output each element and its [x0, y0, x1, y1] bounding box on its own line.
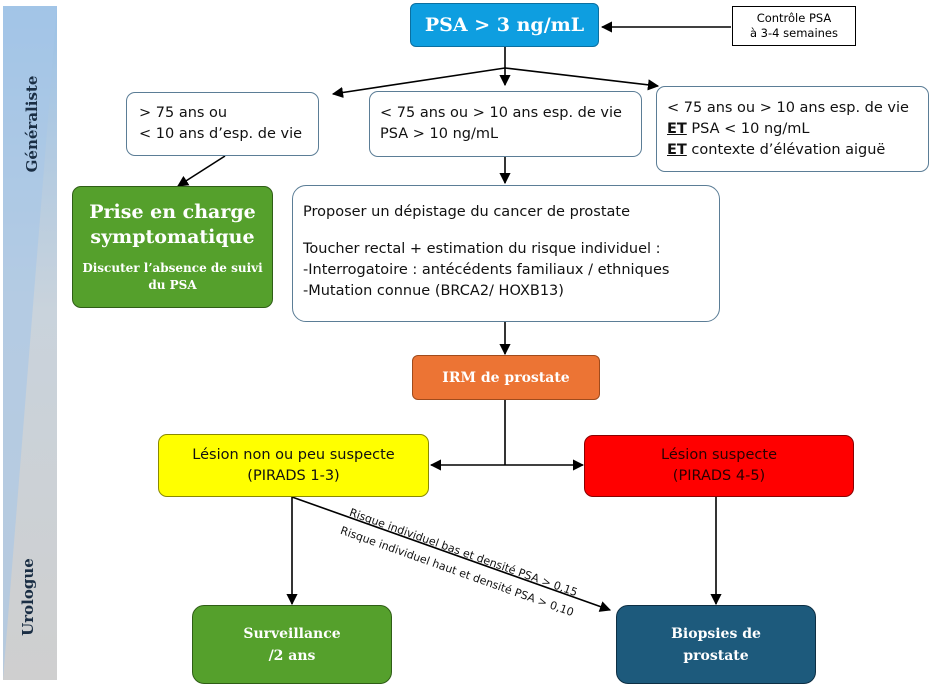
node-depistage-spacer [303, 223, 719, 239]
node-right-line2-wrap: ET PSA < 10 ng/mL [667, 119, 928, 140]
node-depistage-line4: -Mutation connue (BRCA2/ HOXB13) [303, 283, 564, 299]
node-right-line1: < 75 ans ou > 10 ans esp. de vie [667, 99, 909, 116]
node-right-line2: PSA < 10 ng/mL [686, 120, 810, 137]
node-prise-sub2: du PSA [148, 278, 197, 292]
node-lesion-ns-line1: Lésion non ou peu suspecte [192, 446, 395, 463]
node-irm: IRM de prostate [412, 355, 600, 400]
node-controle-line1: Contrôle PSA [756, 11, 832, 25]
node-age-lt75-psa-gt10: < 75 ans ou > 10 ans esp. de vie PSA > 1… [369, 91, 642, 157]
node-psa-label: PSA > 3 ng/mL [424, 14, 585, 36]
node-age-gt75-line1: > 75 ans ou [139, 105, 228, 121]
node-irm-label: IRM de prostate [442, 369, 570, 386]
node-lesion-s-line1: Lésion suspecte [661, 447, 777, 463]
node-middle-line2: PSA > 10 ng/mL [380, 126, 499, 142]
node-controle-line2: à 3-4 semaines [749, 26, 838, 40]
edge-age-prise [177, 155, 226, 187]
node-right-line3-wrap: ET contexte d’élévation aiguë [667, 140, 928, 161]
node-right-line3: contexte d’élévation aiguë [686, 141, 886, 158]
node-depistage: Proposer un dépistage du cancer de prost… [292, 185, 720, 322]
node-lesion-ns-line2: (PIRADS 1-3) [247, 467, 340, 484]
node-surveillance: Surveillance /2 ans [192, 605, 392, 684]
node-lesion-non-suspecte: Lésion non ou peu suspecte (PIRADS 1-3) [158, 434, 429, 497]
node-middle-line1: < 75 ans ou > 10 ans esp. de vie [380, 105, 622, 121]
node-prise-en-charge: Prise en charge symptomatique Discuter l… [72, 186, 273, 308]
node-controle: Contrôle PSA à 3-4 semaines [732, 6, 856, 46]
node-lesion-suspecte: Lésion suspecte (PIRADS 4-5) [584, 435, 854, 497]
node-psa: PSA > 3 ng/mL [410, 3, 599, 47]
node-right-et2: ET [667, 141, 687, 158]
node-surveillance-line1: Surveillance [243, 625, 341, 642]
node-depistage-line3: -Interrogatoire : antécédents familiaux … [303, 262, 670, 278]
node-biopsies: Biopsies de prostate [616, 605, 816, 684]
node-depistage-line2: Toucher rectal + estimation du risque in… [303, 241, 661, 257]
node-biopsies-line1: Biopsies de [671, 625, 761, 642]
node-age-lt75-psa-lt10: < 75 ans ou > 10 ans esp. de vie ET PSA … [656, 86, 929, 172]
node-age-gt75: > 75 ans ou < 10 ans d’esp. de vie [126, 92, 319, 156]
role-band [3, 6, 57, 680]
node-prise-sub1: Discuter l’absence de suivi [82, 261, 263, 275]
edge-lesion-biopsies-diag [291, 496, 612, 612]
node-lesion-s-line2: (PIRADS 4-5) [672, 468, 766, 484]
node-surveillance-line2: /2 ans [268, 647, 316, 664]
node-age-gt75-line2: < 10 ans d’esp. de vie [139, 126, 303, 142]
node-biopsies-line2: prostate [683, 647, 749, 664]
edge-psa-left [331, 67, 506, 99]
node-right-et1: ET [667, 120, 687, 137]
edge-psa-right [504, 67, 660, 91]
node-prise-title2: symptomatique [90, 226, 255, 248]
node-depistage-line1: Proposer un dépistage du cancer de prost… [303, 204, 631, 220]
node-prise-title1: Prise en charge [89, 201, 256, 223]
